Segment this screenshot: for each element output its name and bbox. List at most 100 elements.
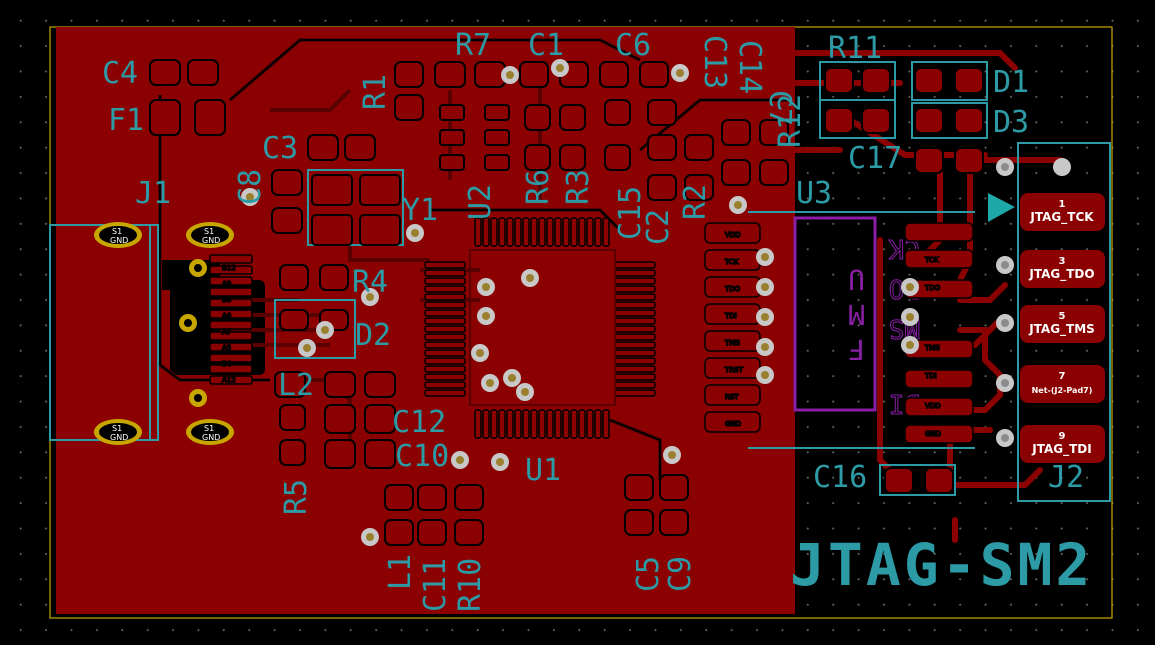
- ref-c13: C13: [697, 35, 732, 89]
- usb-pin-pad: [209, 342, 253, 352]
- u1-pad: [424, 309, 466, 317]
- u1-pad: [614, 261, 656, 269]
- ref-u3: U3: [796, 176, 832, 211]
- shield-label: S1: [112, 424, 122, 433]
- u3-pad: [704, 411, 761, 433]
- usb-pin-pad: [209, 298, 253, 308]
- usb-pin-pad: [209, 287, 253, 297]
- u1-pad: [578, 409, 586, 439]
- u1-pad: [570, 217, 578, 247]
- smd-pads: [149, 59, 984, 546]
- u3-pad-label: VDD: [725, 231, 741, 239]
- u3-pad-label: GND: [725, 420, 741, 428]
- usb-pin-pad: [209, 265, 253, 275]
- u1-pad: [498, 409, 506, 439]
- j2-pin-number: 3: [1059, 256, 1066, 267]
- ref-c15: C15: [613, 186, 648, 240]
- usb-pin-pad: [209, 364, 253, 374]
- u3-pad: [904, 397, 974, 417]
- u3-pad: [704, 384, 761, 406]
- u1-body: [469, 249, 616, 406]
- usb-pin-pad: [209, 254, 253, 264]
- u3-pad-label: TMS: [724, 339, 740, 347]
- u1-pad: [424, 333, 466, 341]
- u3-pad-label: TCK: [924, 256, 939, 264]
- u1-pad: [562, 409, 570, 439]
- svg-text:M: M: [848, 298, 865, 331]
- u3-pad-label: GND: [925, 430, 941, 438]
- u3-pad-label: VDD: [925, 402, 941, 410]
- u1-pad: [614, 365, 656, 373]
- ref-r12: R12: [773, 94, 808, 148]
- u1-pad: [424, 389, 466, 397]
- ref-c14: C14: [732, 40, 767, 94]
- ref-y1: Y1: [402, 193, 438, 228]
- u1-pad: [522, 217, 530, 247]
- usb-pin-label: B4: [222, 360, 232, 368]
- u1-pad: [614, 277, 656, 285]
- ref-l1: L1: [383, 554, 418, 590]
- j2-pin-number: 9: [1059, 431, 1066, 442]
- u1-pad: [522, 409, 530, 439]
- u3-fab-text: FMU: [848, 263, 865, 366]
- u1-pad: [424, 261, 466, 269]
- u1-pad: [424, 349, 466, 357]
- ref-r3: R3: [561, 169, 596, 205]
- u1-pad: [546, 409, 554, 439]
- ref-r7: R7: [455, 28, 491, 63]
- u1-pad: [594, 409, 602, 439]
- u3-pad-label: TMS: [924, 344, 940, 352]
- j2-pad: [1020, 425, 1105, 463]
- usb-pin-pad: [209, 276, 253, 286]
- ref-c17: C17: [848, 141, 902, 176]
- j2-pin-number: 7: [1059, 371, 1066, 382]
- u1-pad: [562, 217, 570, 247]
- u3-pad-label: TDO: [924, 284, 941, 292]
- usb-pin-label: A12: [222, 376, 236, 384]
- usb-pin-pad: [209, 320, 253, 330]
- u1-pad: [614, 285, 656, 293]
- u1-pad: [424, 269, 466, 277]
- ref-c12: C12: [392, 405, 446, 440]
- ref-d2: D2: [355, 318, 391, 353]
- u1-pad: [506, 217, 514, 247]
- u1-pad: [530, 409, 538, 439]
- usb-pin-label: A7: [222, 328, 231, 336]
- j2-pad: [1020, 193, 1105, 231]
- usb-pin-pad: [209, 353, 253, 363]
- u1-pad: [538, 217, 546, 247]
- j2-pin-net: JTAG_TDO: [1028, 267, 1094, 282]
- j2-pad: [1020, 365, 1105, 403]
- ref-r5: R5: [279, 479, 314, 515]
- ref-j2: J2: [1048, 460, 1084, 495]
- u1-pad: [490, 409, 498, 439]
- ref-c6: C6: [615, 28, 651, 63]
- u1-pad: [614, 341, 656, 349]
- u3-pad: [904, 424, 974, 444]
- shield-gnd-label: GND: [202, 433, 220, 442]
- u1-pad: [614, 325, 656, 333]
- shield-label: S1: [204, 227, 214, 236]
- ref-j1: J1: [135, 176, 171, 211]
- u1-pads: [424, 217, 656, 439]
- u1-pad: [614, 293, 656, 301]
- u1-pad: [474, 409, 482, 439]
- j2-pad: [1020, 250, 1105, 288]
- u1-pad: [424, 373, 466, 381]
- ref-c8: C8: [233, 169, 268, 205]
- ref-c11: C11: [418, 558, 453, 612]
- usb-pin-label: A5: [222, 344, 231, 352]
- shield-label: S1: [112, 227, 122, 236]
- j2-pad-top: [1053, 158, 1071, 176]
- u1-pad: [554, 217, 562, 247]
- ref-r4: R4: [352, 265, 388, 300]
- u1-pad: [578, 217, 586, 247]
- j2-pin-net: JTAG_TDI: [1031, 442, 1091, 457]
- u1-pad: [614, 309, 656, 317]
- u1-pad: [482, 409, 490, 439]
- shield-gnd-label: GND: [110, 236, 128, 245]
- ref-c10: C10: [395, 439, 449, 474]
